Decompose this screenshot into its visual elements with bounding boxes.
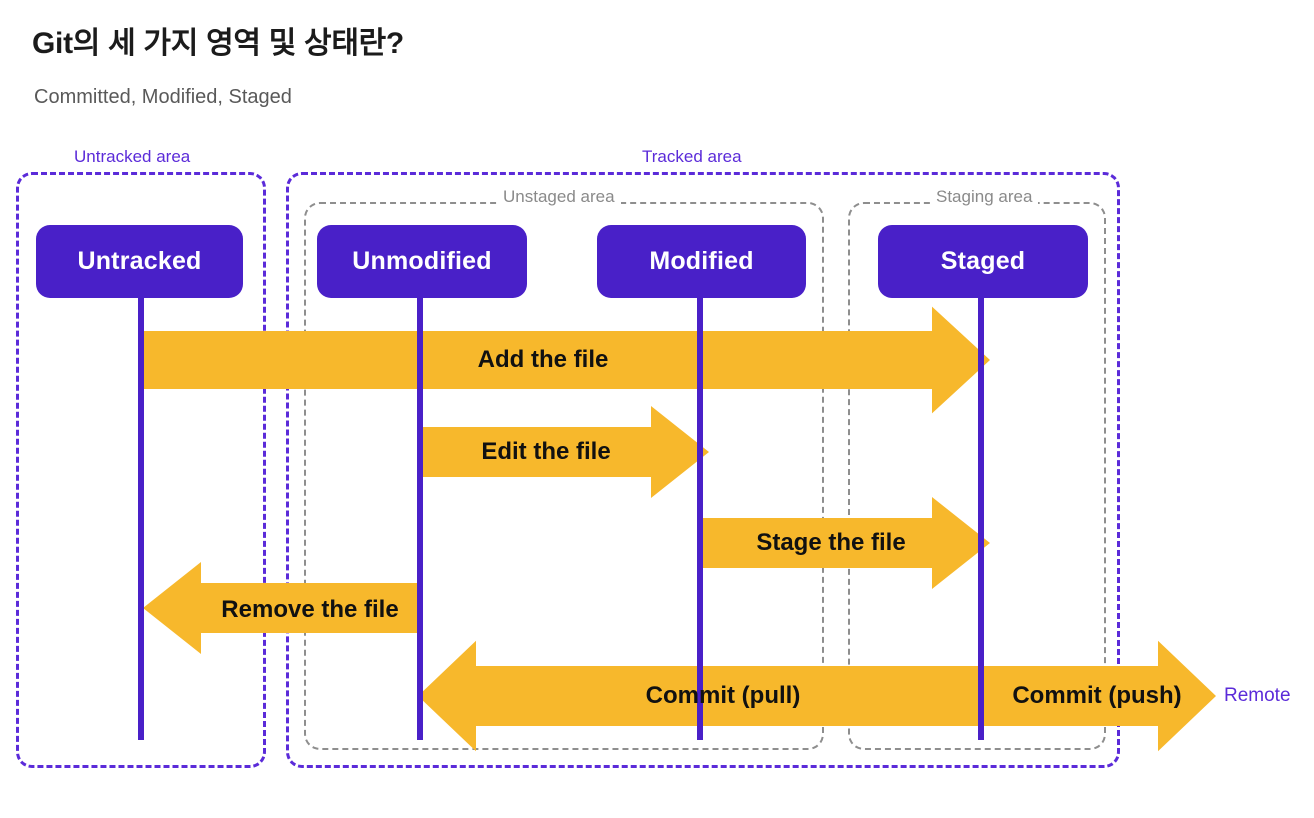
state-box-untracked[interactable]: Untracked [36, 225, 243, 298]
arrow-commit-pull-push [418, 640, 1216, 752]
unstaged-area-label: Unstaged area [497, 187, 621, 207]
remote-label: Remote [1224, 685, 1291, 706]
label-commit-push: Commit (push) [1012, 682, 1182, 709]
untracked-area-label: Untracked area [68, 147, 197, 167]
tracked-area-label: Tracked area [636, 147, 748, 167]
arrow-remove-the-file [143, 562, 420, 654]
label-remove-the-file: Remove the file [221, 596, 399, 623]
state-box-modified[interactable]: Modified [597, 225, 806, 298]
label-stage-the-file: Stage the file [756, 529, 906, 556]
unmodified-lifeline [417, 294, 423, 740]
arrow-stage-the-file [703, 497, 990, 589]
label-edit-the-file: Edit the file [481, 438, 611, 465]
label-commit-pull: Commit (pull) [645, 682, 801, 709]
page-title: Git의 세 가지 영역 및 상태란? [32, 27, 404, 60]
state-box-unmodified[interactable]: Unmodified [317, 225, 527, 298]
staging-area-label: Staging area [930, 187, 1039, 207]
untracked-area [16, 172, 266, 768]
arrow-edit-the-file [423, 406, 709, 498]
staged-lifeline [978, 294, 984, 740]
untracked-lifeline [138, 294, 144, 740]
modified-lifeline [697, 294, 703, 740]
tracked-area [286, 172, 1120, 768]
page-subtitle: Committed, Modified, Staged [34, 86, 292, 108]
arrow-add-the-file [143, 306, 990, 414]
label-add-the-file: Add the file [477, 346, 609, 373]
state-box-staged[interactable]: Staged [878, 225, 1088, 298]
